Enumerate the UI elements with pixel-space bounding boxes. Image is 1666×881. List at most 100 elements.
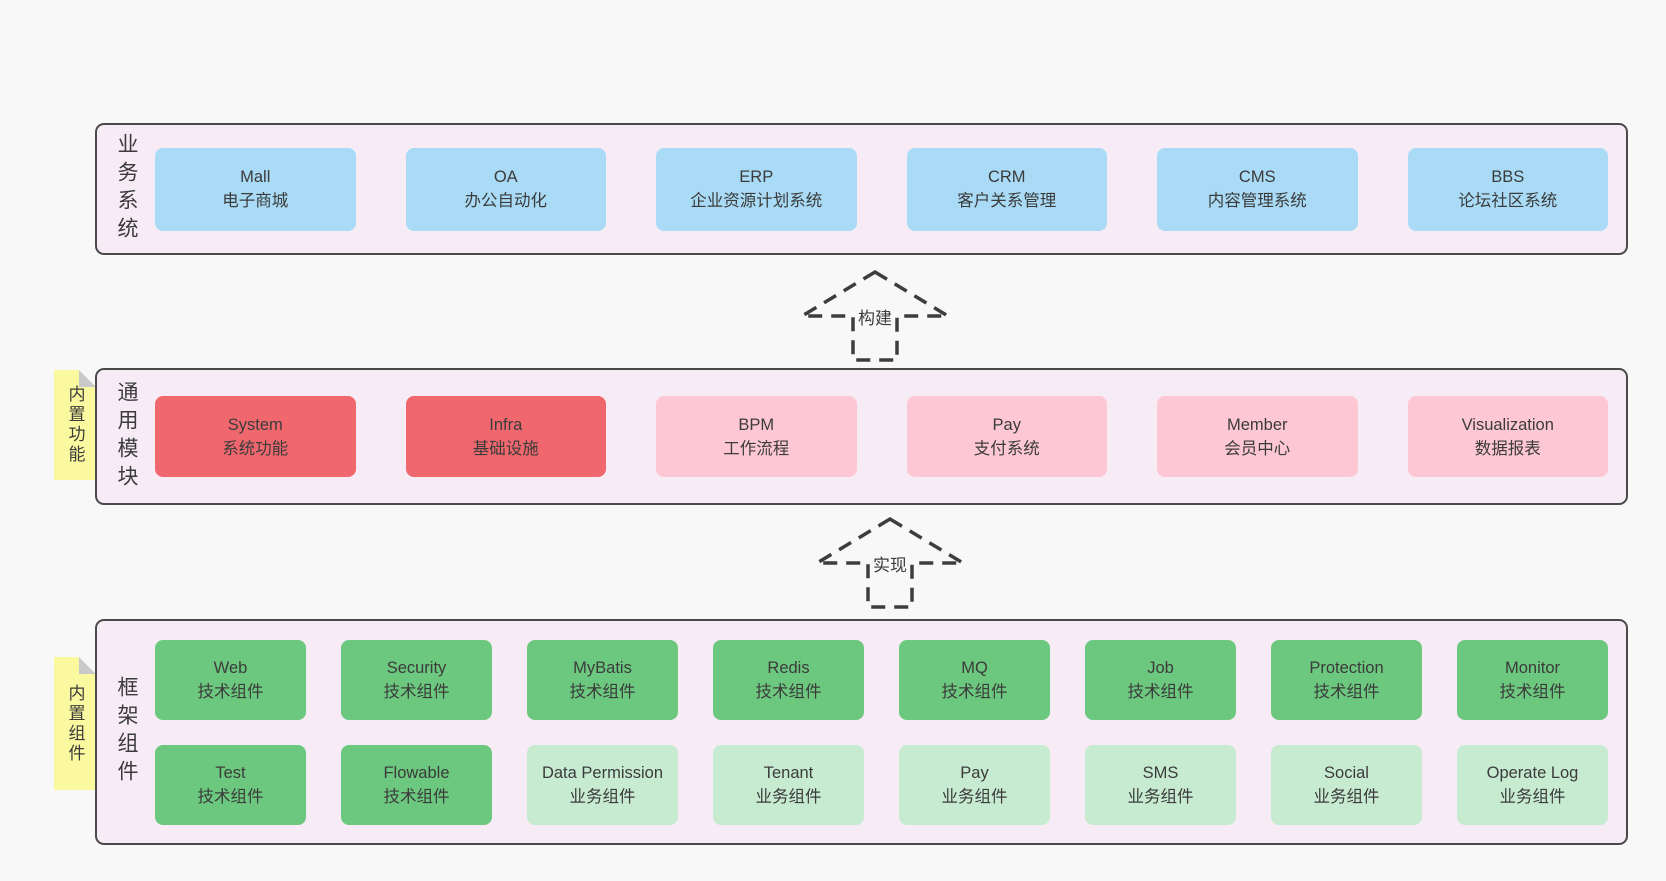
box-bpm: BPM 工作流程 [656, 396, 857, 477]
box-title: System [227, 415, 283, 434]
box-subtitle: 工作流程 [723, 439, 790, 458]
framework-components-row-1: Web 技术组件 Security 技术组件 MyBatis 技术组件 Redi… [155, 639, 1608, 720]
box-title: Mall [240, 168, 271, 186]
box-title: BBS [1491, 168, 1525, 186]
box-title: Monitor [1504, 658, 1561, 677]
layer-business-systems-label: 业务系统 [97, 125, 155, 253]
sticky-tab-text: 内置功能 [65, 385, 85, 465]
box-title: Data Permission [541, 763, 664, 782]
box-infra: Infra 基础设施 [405, 396, 606, 477]
box-subtitle: 技术组件 [383, 682, 450, 701]
common-modules-row: System 系统功能 Infra 基础设施 BPM 工作流程 Pay 支付系统… [155, 370, 1608, 503]
layer-common-modules-label: 通用模块 [97, 370, 155, 503]
box-subtitle: 基础设施 [472, 439, 539, 458]
arrow-implement-label: 实现 [873, 556, 907, 575]
box-subtitle: 技术组件 [1127, 682, 1194, 701]
box-title: Protection [1309, 658, 1384, 677]
box-title: Test [215, 763, 246, 782]
box-subtitle: 技术组件 [755, 682, 822, 701]
layer-framework-components-label: 框架组件 [97, 621, 155, 843]
layer-label-text: 业务系统 [115, 133, 138, 245]
box-web: Web 技术组件 [155, 639, 306, 720]
box-protection: Protection 技术组件 [1271, 639, 1422, 720]
box-title: Social [1324, 763, 1369, 782]
box-system: System 系统功能 [155, 396, 356, 477]
box-title: OA [493, 168, 518, 186]
sticky-tab-text: 内置组件 [65, 683, 85, 764]
folded-corner-icon [79, 657, 96, 674]
box-redis: Redis 技术组件 [713, 639, 864, 720]
box-subtitle: 会员中心 [1224, 439, 1291, 458]
layer-common-modules: 通用模块 System 系统功能 Infra 基础设施 BPM 工作流程 Pay… [95, 368, 1628, 505]
box-flowable: Flowable 技术组件 [341, 744, 492, 825]
box-title: Operate Log [1486, 763, 1579, 782]
box-job: Job 技术组件 [1085, 639, 1236, 720]
box-title: BPM [738, 415, 775, 434]
box-subtitle: 技术组件 [1499, 682, 1566, 701]
sticky-tab-built-in-components: 内置组件 [54, 657, 96, 790]
box-title: CRM [987, 168, 1026, 186]
box-title: MQ [961, 658, 988, 677]
framework-components-grid: Web 技术组件 Security 技术组件 MyBatis 技术组件 Redi… [155, 621, 1608, 843]
framework-components-row-2: Test 技术组件 Flowable 技术组件 Data Permission … [155, 744, 1608, 825]
box-subtitle: 业务组件 [755, 787, 822, 806]
box-subtitle: 业务组件 [941, 787, 1008, 806]
box-subtitle: 企业资源计划系统 [690, 192, 823, 210]
box-subtitle: 技术组件 [197, 787, 264, 806]
box-test: Test 技术组件 [155, 744, 306, 825]
box-member: Member 会员中心 [1157, 396, 1358, 477]
box-sms: SMS 业务组件 [1085, 744, 1236, 825]
box-title: Tenant [763, 763, 814, 782]
box-subtitle: 论坛社区系统 [1458, 192, 1558, 210]
box-title: Web [213, 658, 248, 677]
box-monitor: Monitor 技术组件 [1457, 639, 1608, 720]
arrow-build-label: 构建 [858, 309, 892, 328]
box-title: Redis [767, 658, 810, 677]
box-cms: CMS 内容管理系统 [1157, 147, 1358, 231]
box-title: Flowable [383, 763, 450, 782]
box-title: Pay [960, 763, 989, 782]
box-mybatis: MyBatis 技术组件 [527, 639, 678, 720]
box-title: ERP [739, 168, 774, 186]
box-subtitle: 业务组件 [1127, 787, 1194, 806]
box-title: Infra [489, 415, 523, 434]
box-title: CMS [1238, 168, 1276, 186]
box-data-permission: Data Permission 业务组件 [527, 744, 678, 825]
layer-label-text: 通用模块 [115, 380, 138, 493]
box-mall: Mall 电子商城 [155, 147, 356, 231]
box-bbs: BBS 论坛社区系统 [1407, 147, 1608, 231]
box-title: Job [1147, 658, 1174, 677]
box-subtitle: 支付系统 [973, 439, 1040, 458]
box-tenant: Tenant 业务组件 [713, 744, 864, 825]
box-subtitle: 技术组件 [569, 682, 636, 701]
layer-framework-components: 框架组件 Web 技术组件 Security 技术组件 MyBatis 技术组件… [95, 619, 1628, 845]
box-title: Pay [992, 415, 1021, 434]
box-crm: CRM 客户关系管理 [906, 147, 1107, 231]
box-social: Social 业务组件 [1271, 744, 1422, 825]
box-subtitle: 电子商城 [222, 192, 289, 210]
box-subtitle: 业务组件 [569, 787, 636, 806]
box-pay-component: Pay 业务组件 [899, 744, 1050, 825]
box-subtitle: 技术组件 [383, 787, 450, 806]
box-subtitle: 客户关系管理 [957, 192, 1057, 210]
box-visualization: Visualization 数据报表 [1407, 396, 1608, 477]
business-systems-row: Mall 电子商城 OA 办公自动化 ERP 企业资源计划系统 CRM 客户关系… [155, 125, 1608, 253]
box-subtitle: 系统功能 [222, 439, 289, 458]
box-title: MyBatis [573, 658, 632, 677]
box-oa: OA 办公自动化 [405, 147, 606, 231]
box-subtitle: 办公自动化 [464, 192, 548, 210]
box-subtitle: 业务组件 [1499, 787, 1566, 806]
box-title: Visualization [1461, 415, 1554, 434]
box-erp: ERP 企业资源计划系统 [656, 147, 857, 231]
box-operate-log: Operate Log 业务组件 [1457, 744, 1608, 825]
box-subtitle: 技术组件 [1313, 682, 1380, 701]
layer-business-systems: 业务系统 Mall 电子商城 OA 办公自动化 ERP 企业资源计划系统 CRM… [95, 123, 1628, 255]
box-title: SMS [1142, 763, 1179, 782]
box-title: Security [386, 658, 447, 677]
box-security: Security 技术组件 [341, 639, 492, 720]
box-subtitle: 技术组件 [941, 682, 1008, 701]
box-subtitle: 业务组件 [1313, 787, 1380, 806]
layer-label-text: 框架组件 [115, 676, 138, 788]
box-pay-module: Pay 支付系统 [906, 396, 1107, 477]
sticky-tab-built-in-features: 内置功能 [54, 370, 96, 480]
